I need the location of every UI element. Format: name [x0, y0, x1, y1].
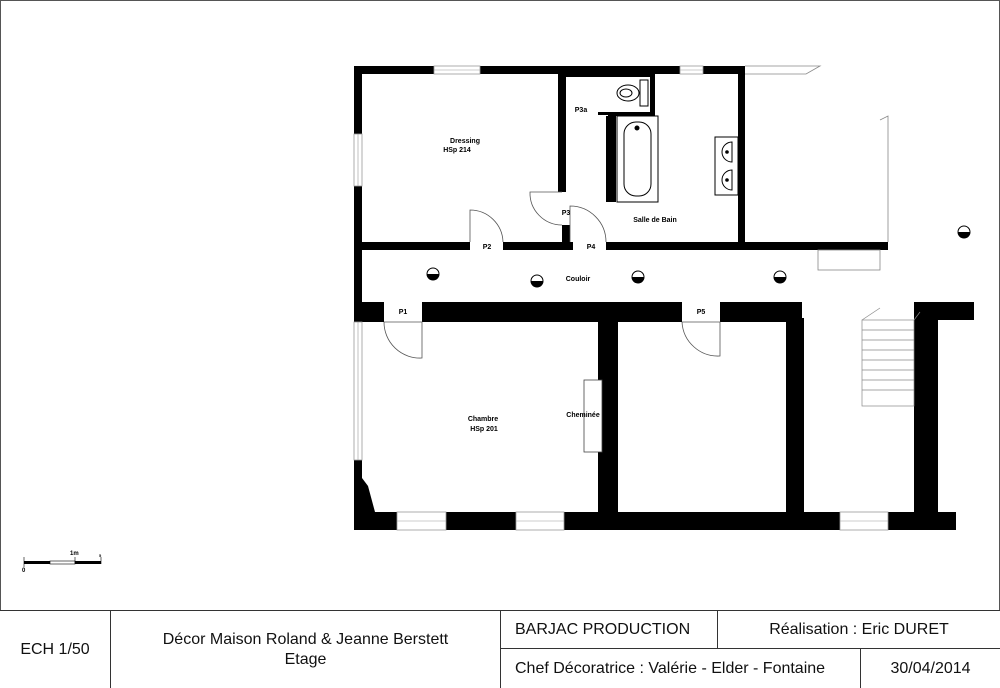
room-label-dressing: Dressing: [450, 138, 480, 145]
door-label-p5: P5: [697, 309, 706, 316]
label-cheminee: Cheminée: [566, 412, 600, 419]
ceiling-light-icon: [530, 274, 544, 288]
company-cell: BARJAC PRODUCTION: [515, 620, 691, 638]
title-block-divider: [500, 610, 501, 688]
ceiling-light-icon: [773, 270, 787, 284]
fireplace-hearth: [583, 379, 603, 453]
toilet-icon: [616, 79, 649, 107]
window-mullions: [357, 69, 888, 522]
room-label-chambre: Chambre: [468, 416, 498, 423]
scale-bar-1m: 1m: [70, 551, 79, 557]
door-label-p2: P2: [483, 244, 492, 251]
door-swings: [383, 191, 721, 359]
scale-bar: 0 1m 5: [22, 551, 102, 574]
door-label-p3a: P3a: [575, 107, 588, 114]
bathtub-icon: [616, 115, 659, 203]
scale-bar-zero: 0: [22, 568, 26, 574]
chef-decoratrice-cell: Chef Décoratrice : Valérie - Elder - Fon…: [515, 659, 826, 677]
room-height-chambre: HSp 201: [470, 426, 498, 433]
room-label-couloir: Couloir: [566, 276, 591, 283]
door-label-p1: P1: [399, 309, 408, 316]
title-block-divider: [717, 610, 718, 649]
room-height-dressing: HSp 214: [443, 147, 471, 154]
washbasin-icon: [714, 136, 739, 196]
door-label-p3: P3: [562, 210, 571, 217]
ceiling-light-icons: [426, 225, 971, 288]
staircase-icon: [861, 307, 921, 407]
title-block-divider: [860, 648, 861, 688]
ceiling-light-icon: [426, 267, 440, 281]
room-label-salle-de-bain: Salle de Bain: [633, 217, 677, 224]
title-block-divider: [500, 648, 1000, 649]
walls: [354, 66, 974, 530]
scale-cell: ECH 1/50: [20, 640, 90, 658]
project-cell: Décor Maison Roland & Jeanne Berstett Et…: [111, 611, 500, 688]
project-subtitle: Etage: [284, 650, 327, 668]
terrace-outline: [745, 65, 889, 271]
title-block-divider: [110, 610, 111, 688]
ceiling-light-icon: [957, 225, 971, 239]
project-title: Décor Maison Roland & Jeanne Berstett: [162, 630, 449, 648]
ceiling-light-icon: [631, 270, 645, 284]
door-label-p4: P4: [587, 244, 596, 251]
scale-bar-end: 5: [99, 553, 102, 558]
floor-plan: Dressing HSp 214 Salle de Bain Couloir C…: [0, 0, 1000, 610]
date-cell: 30/04/2014: [890, 659, 971, 677]
realisation-cell: Réalisation : Eric DURET: [769, 620, 949, 638]
